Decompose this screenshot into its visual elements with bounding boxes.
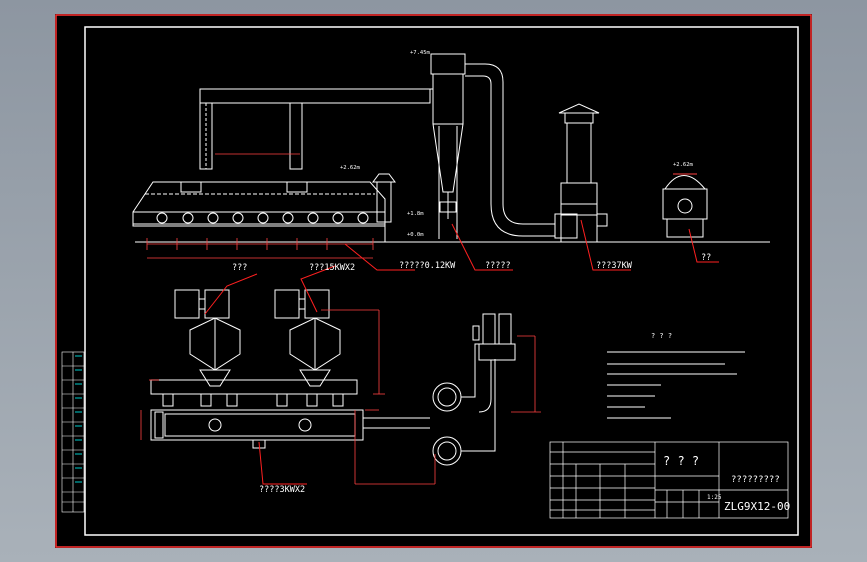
cyclone — [430, 53, 466, 239]
callout-leaders — [204, 219, 719, 485]
drawing-sheet: +7.45m +2.62m +1.8m +0.0m +2.62m — [55, 14, 812, 548]
inner-frame — [84, 26, 799, 536]
left-revision-strip — [61, 351, 85, 513]
title-unit-label: ? ? ? — [663, 454, 699, 468]
title-drawing-number: ZLG9X12-00 — [724, 500, 790, 513]
outer-frame — [55, 14, 812, 548]
callout-feeder: ?????0.12KW — [399, 261, 456, 271]
plan-view — [150, 289, 516, 466]
title-drawing-name: ????????? — [731, 475, 780, 485]
callout-heater: ?? — [701, 253, 711, 263]
plan-dimensions — [140, 309, 541, 485]
callout-fan-motor: ???15KWX2 — [309, 263, 355, 273]
callout-cyclone: ????? — [485, 261, 511, 271]
elevation-markers: +7.45m +2.62m +1.8m +0.0m +2.62m — [340, 50, 694, 238]
callout-fan-main: ??? — [232, 263, 247, 273]
stack — [558, 103, 608, 242]
heater — [662, 173, 708, 238]
feeder — [372, 173, 396, 242]
elev-ground: +0.0m — [407, 232, 424, 238]
title-block — [549, 441, 789, 519]
elevation-view — [132, 88, 770, 243]
drawing-canvas: +7.45m +2.62m +1.8m +0.0m +2.62m — [55, 14, 812, 548]
elev-bed: +2.62m — [340, 165, 361, 171]
elev-mid: +1.8m — [407, 211, 424, 217]
callout-bottom-fan: ????3KWX2 — [259, 485, 305, 495]
title-scale: 1:25 — [707, 494, 722, 501]
left-strip-text — [75, 355, 82, 483]
callout-blower: ???37KW — [596, 261, 633, 271]
elev-top: +7.45m — [410, 50, 431, 56]
dryer-portholes — [156, 212, 369, 224]
exhaust-duct — [465, 63, 578, 239]
elev-heater: +2.62m — [673, 162, 694, 168]
dryer-dimensions — [146, 153, 374, 259]
notes-heading: ? ? ? — [651, 332, 672, 340]
technical-notes: ? ? ? — [607, 332, 745, 419]
